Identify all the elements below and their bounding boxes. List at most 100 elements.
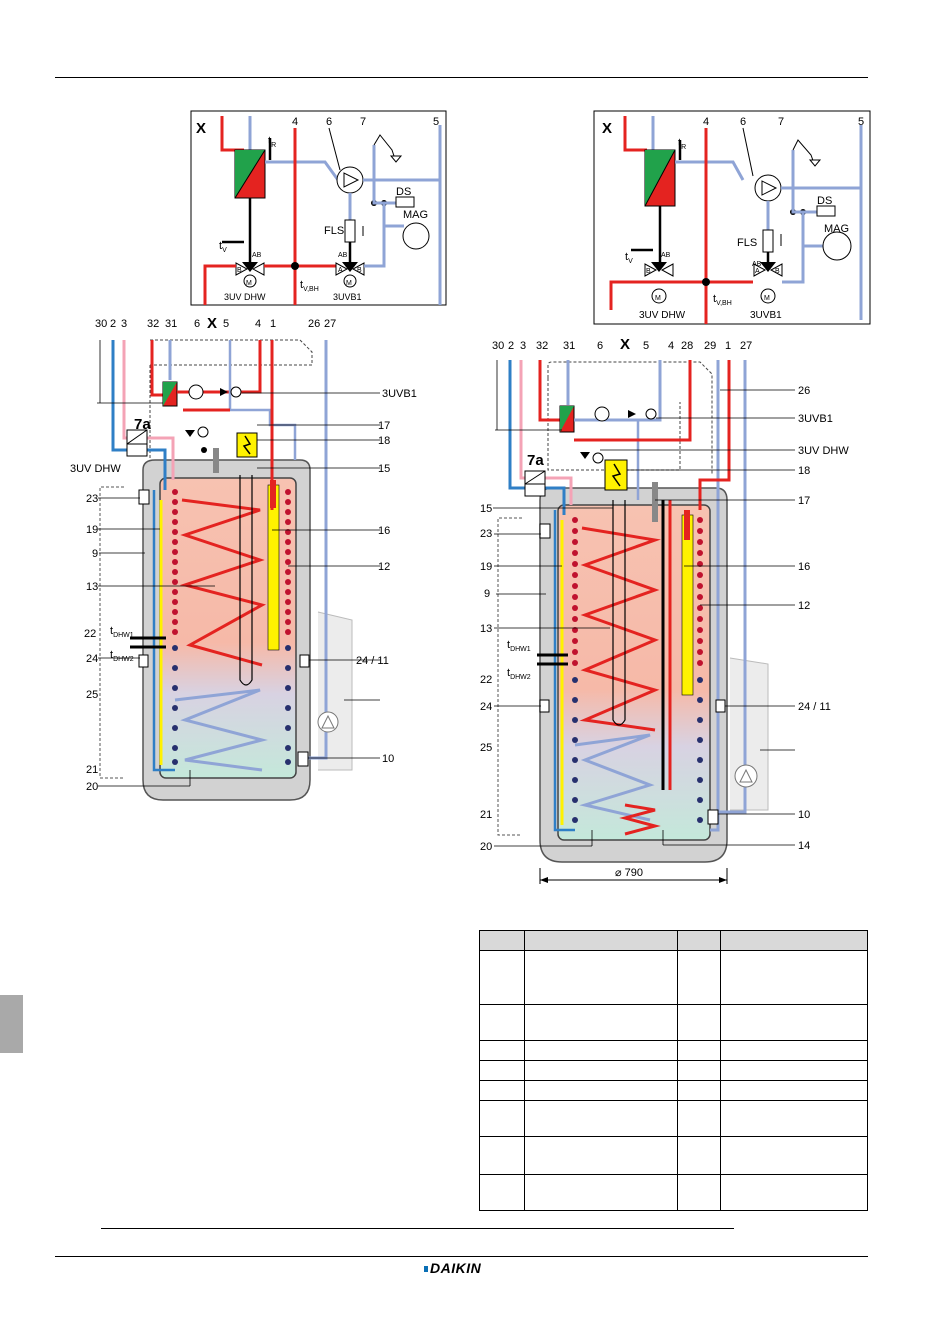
svg-text:29: 29 — [704, 340, 716, 352]
svg-text:A: A — [755, 268, 760, 275]
svg-text:2: 2 — [508, 340, 514, 352]
table-row — [479, 1100, 868, 1137]
svg-text:3: 3 — [520, 340, 526, 352]
svg-text:tDHW2: tDHW2 — [507, 667, 531, 681]
svg-text:16: 16 — [798, 561, 810, 573]
svg-text:18: 18 — [798, 465, 810, 477]
svg-text:tV: tV — [625, 251, 633, 265]
svg-text:3: 3 — [121, 318, 127, 330]
svg-text:X: X — [620, 336, 630, 353]
left-tvbh-sensor: tV,BH — [300, 279, 319, 293]
left-tr-sensor: tR — [268, 135, 276, 149]
table-row — [479, 950, 868, 1005]
svg-text:FLS: FLS — [737, 237, 757, 249]
svg-text:tR: tR — [678, 137, 686, 151]
svg-text:5: 5 — [643, 340, 649, 352]
svg-text:DS: DS — [817, 195, 832, 207]
svg-text:10: 10 — [798, 809, 810, 821]
right-valve-3uv-dhw: 3UV DHW — [639, 310, 686, 321]
svg-text:4: 4 — [255, 318, 261, 330]
svg-text:21: 21 — [86, 764, 98, 776]
left-box-label-x: X — [196, 120, 206, 137]
svg-text:16: 16 — [378, 525, 390, 537]
svg-text:14: 14 — [798, 840, 810, 852]
table-bottom-rule — [101, 1228, 734, 1229]
svg-text:9: 9 — [484, 588, 490, 600]
svg-text:tDHW1: tDHW1 — [110, 625, 134, 639]
svg-text:19: 19 — [480, 561, 492, 573]
svg-text:AB: AB — [252, 252, 262, 259]
svg-text:7a: 7a — [134, 416, 151, 433]
svg-text:3UVB1: 3UVB1 — [382, 388, 417, 400]
svg-text:32: 32 — [536, 340, 548, 352]
left-tv-sensor: tV — [219, 240, 227, 254]
right-hydraulic-schematic: X tR tV M AB B 3UV DHW 4 tV,BH M AB A B … — [593, 110, 871, 325]
svg-text:tDHW1: tDHW1 — [507, 639, 531, 653]
svg-text:AB: AB — [752, 261, 762, 268]
svg-text:7: 7 — [360, 116, 366, 128]
table-row — [479, 1040, 868, 1061]
table-row — [479, 1080, 868, 1101]
svg-text:M: M — [764, 295, 770, 302]
svg-text:26: 26 — [798, 385, 810, 397]
svg-text:30: 30 — [492, 340, 504, 352]
svg-text:AB: AB — [338, 252, 348, 259]
svg-text:31: 31 — [165, 318, 177, 330]
svg-text:27: 27 — [324, 318, 336, 330]
svg-text:24: 24 — [86, 653, 98, 665]
svg-text:M: M — [655, 295, 661, 302]
svg-text:X: X — [207, 315, 217, 332]
svg-text:M: M — [346, 280, 352, 287]
left-top-connection-numbers: 30 2 3 32 31 6 X 5 4 1 26 27 — [95, 315, 336, 332]
svg-text:3UV DHW: 3UV DHW — [70, 463, 121, 475]
svg-text:B: B — [237, 267, 242, 274]
svg-text:19: 19 — [86, 524, 98, 536]
svg-text:1: 1 — [725, 340, 731, 352]
svg-text:15: 15 — [480, 503, 492, 515]
daikin-logo-mark — [424, 1266, 428, 1272]
svg-text:1: 1 — [270, 318, 276, 330]
svg-text:23: 23 — [480, 528, 492, 540]
svg-text:tDHW2: tDHW2 — [110, 649, 134, 663]
svg-text:17: 17 — [378, 420, 390, 432]
svg-text:20: 20 — [86, 781, 98, 793]
svg-text:3UV DHW: 3UV DHW — [798, 445, 849, 457]
svg-text:M: M — [246, 280, 252, 287]
svg-text:3UVB1: 3UVB1 — [798, 413, 833, 425]
svg-text:MAG: MAG — [824, 223, 849, 235]
svg-text:FLS: FLS — [324, 225, 344, 237]
svg-text:15: 15 — [378, 463, 390, 475]
svg-text:27: 27 — [740, 340, 752, 352]
svg-text:A: A — [338, 267, 343, 274]
svg-text:5: 5 — [858, 116, 864, 128]
right-top-connection-numbers: 30 2 3 32 31 6 X 5 4 28 29 1 27 — [492, 336, 752, 353]
right-tank: 30 2 3 32 31 6 X 5 4 28 29 1 27 — [480, 336, 849, 884]
svg-text:X: X — [602, 120, 612, 137]
svg-text:7a: 7a — [527, 452, 544, 469]
svg-text:6: 6 — [597, 340, 603, 352]
svg-text:6: 6 — [326, 116, 332, 128]
left-hydraulic-schematic: X tR tV M AB B 3UV DHW 4 tV,BH M AB — [190, 110, 447, 306]
svg-text:9: 9 — [92, 548, 98, 560]
table-row — [479, 1174, 868, 1211]
svg-text:31: 31 — [563, 340, 575, 352]
left-tank: 30 2 3 32 31 6 X 5 4 1 26 27 — [70, 315, 417, 801]
legend-header-row — [479, 930, 868, 951]
header-rule — [55, 77, 868, 78]
svg-text:4: 4 — [668, 340, 674, 352]
left-valve-3uvb1: 3UVB1 — [333, 292, 362, 302]
svg-text:B: B — [357, 267, 362, 274]
table-row — [479, 1004, 868, 1041]
svg-text:20: 20 — [480, 841, 492, 853]
svg-text:23: 23 — [86, 493, 98, 505]
left-valve-3uv-dhw: 3UV DHW — [224, 292, 266, 302]
svg-text:22: 22 — [480, 674, 492, 686]
svg-text:6: 6 — [740, 116, 746, 128]
chapter-side-tab — [0, 995, 23, 1053]
legend-table — [479, 930, 868, 1211]
svg-text:10: 10 — [382, 753, 394, 765]
svg-text:24 / 11: 24 / 11 — [356, 655, 389, 667]
svg-text:2: 2 — [110, 318, 116, 330]
svg-text:tV,BH: tV,BH — [713, 293, 732, 307]
